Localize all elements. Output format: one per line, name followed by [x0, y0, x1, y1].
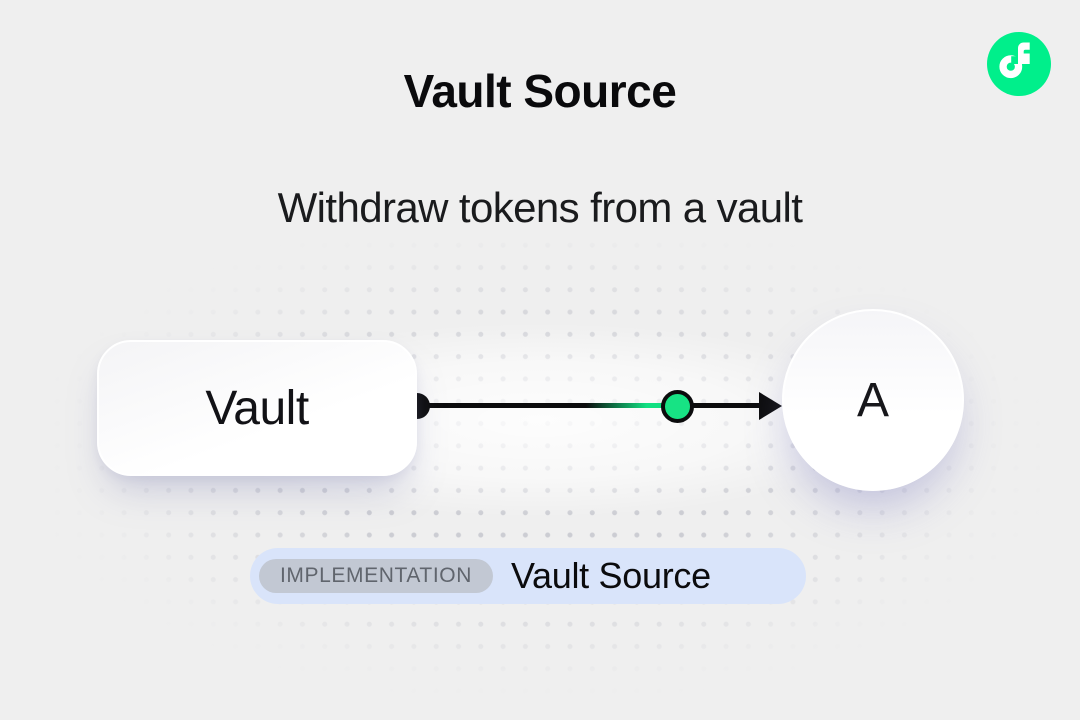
account-node-label: A: [856, 373, 889, 427]
vault-node-label: Vault: [205, 381, 309, 435]
implementation-badge: IMPLEMENTATION: [259, 559, 493, 593]
edge-line-green-gradient: [586, 403, 662, 408]
flow-logo-icon: [987, 32, 1051, 96]
edge-token-dot: [661, 390, 694, 423]
caption-pill: IMPLEMENTATION Vault Source: [250, 548, 806, 604]
account-node: A: [782, 309, 964, 491]
implementation-badge-label: IMPLEMENTATION: [280, 564, 472, 587]
page-title: Vault Source: [403, 65, 677, 117]
caption-title: Vault Source: [510, 555, 711, 596]
vault-node: Vault: [97, 340, 417, 476]
edge-arrowhead-icon: [759, 392, 782, 420]
page-subtitle: Withdraw tokens from a vault: [277, 184, 803, 231]
